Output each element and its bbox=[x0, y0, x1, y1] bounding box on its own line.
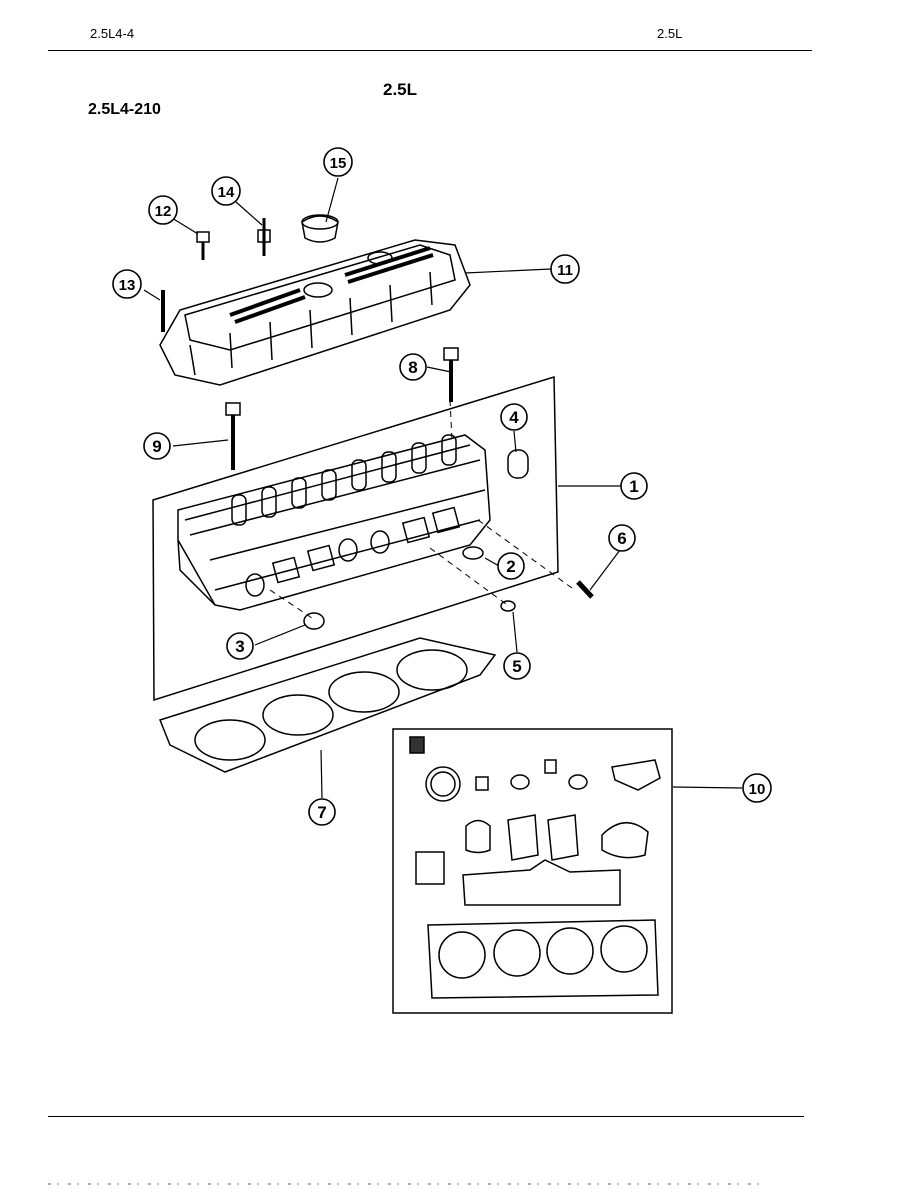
cylinder-head-frame bbox=[152, 375, 559, 702]
svg-text:2: 2 bbox=[506, 557, 515, 576]
header-rule bbox=[48, 50, 812, 51]
callout-15: 15 bbox=[323, 147, 353, 177]
callout-7: 7 bbox=[308, 798, 336, 826]
callout-8: 8 bbox=[399, 353, 427, 381]
head-gasket-drawing bbox=[159, 637, 497, 773]
page-header-right: 2.5L bbox=[657, 26, 683, 41]
callout-13: 13 bbox=[112, 269, 142, 299]
bolt-8-drawing bbox=[443, 347, 459, 402]
callout-12: 12 bbox=[148, 195, 178, 225]
seat-insert-2-drawing bbox=[462, 546, 484, 560]
callout-4: 4 bbox=[500, 403, 528, 431]
callout-9: 9 bbox=[143, 432, 171, 460]
bolt-9-drawing bbox=[225, 402, 241, 470]
callout-3: 3 bbox=[226, 632, 254, 660]
dowel-5-drawing bbox=[500, 600, 516, 612]
svg-text:14: 14 bbox=[218, 184, 235, 201]
plug-3-drawing bbox=[303, 612, 325, 630]
svg-text:10: 10 bbox=[749, 781, 766, 798]
svg-text:3: 3 bbox=[235, 637, 244, 656]
footer-rule bbox=[48, 1116, 804, 1117]
callout-10: 10 bbox=[742, 773, 772, 803]
callout-11: 11 bbox=[550, 254, 580, 284]
bolt-12-drawing bbox=[196, 231, 210, 260]
scan-artifact bbox=[48, 1183, 768, 1185]
svg-text:8: 8 bbox=[408, 358, 417, 377]
oil-filler-cap-drawing bbox=[301, 214, 339, 243]
figure-title: 2.5L bbox=[383, 80, 418, 99]
callout-2: 2 bbox=[497, 552, 525, 580]
gasket-kit-frame bbox=[392, 728, 673, 1014]
svg-text:7: 7 bbox=[317, 803, 326, 822]
svg-text:12: 12 bbox=[155, 203, 172, 220]
callout-14: 14 bbox=[211, 176, 241, 206]
valve-cover-drawing bbox=[159, 239, 471, 386]
stud-6-drawing bbox=[576, 580, 594, 599]
callout-1: 1 bbox=[620, 472, 648, 500]
svg-text:1: 1 bbox=[629, 477, 638, 496]
svg-text:4: 4 bbox=[509, 408, 519, 427]
figure-id: 2.5L4-210 bbox=[88, 101, 161, 118]
svg-text:5: 5 bbox=[512, 657, 521, 676]
expansion-plug-4-drawing bbox=[507, 449, 529, 479]
stud-14-drawing bbox=[257, 218, 271, 256]
svg-text:6: 6 bbox=[617, 529, 626, 548]
svg-text:11: 11 bbox=[557, 262, 573, 279]
svg-text:15: 15 bbox=[330, 155, 347, 172]
svg-text:13: 13 bbox=[119, 277, 136, 294]
callout-6: 6 bbox=[608, 524, 636, 552]
gasket-kit-drawing bbox=[409, 736, 661, 999]
svg-text:9: 9 bbox=[152, 437, 161, 456]
cylinder-head-drawing bbox=[177, 434, 491, 611]
callout-5: 5 bbox=[503, 652, 531, 680]
page-header-left: 2.5L4-4 bbox=[90, 26, 135, 41]
